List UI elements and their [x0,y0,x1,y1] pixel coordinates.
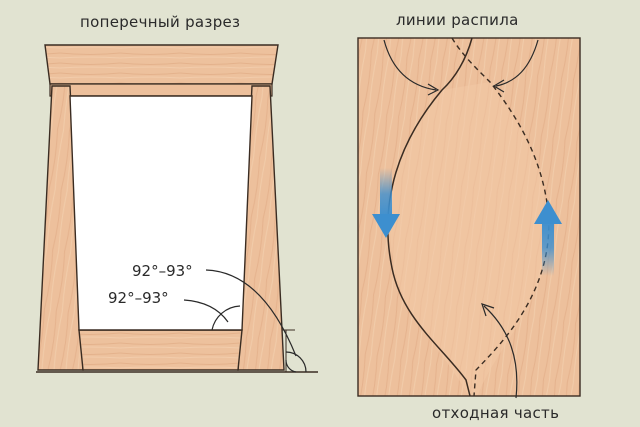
top-inner-rail [49,83,273,97]
cross-section-title: поперечный разрез [80,13,240,31]
waste-leader [483,305,518,399]
cut-arrow-right-head [492,79,505,93]
leader-bottom [183,299,229,323]
saw-lines-title: линии распила [396,11,519,29]
top-rail [44,44,279,85]
leader-top [205,269,297,357]
angle-arc-inner [211,305,241,331]
blue-arrow-up-icon [534,200,562,276]
inner-opening [69,95,253,331]
blue-arrow-down-icon [372,168,400,238]
angle-label-top: 92°–93° [132,262,193,280]
waste-region [390,82,550,395]
cut-arrow-left-head [427,83,440,96]
cross-section-frame [36,44,318,373]
saw-line-dashed [451,37,550,397]
waste-label: отходная часть [432,404,559,422]
cut-arrow-right [495,39,539,87]
angle-arc-outer-2 [285,351,307,373]
angle-label-bottom: 92°–93° [108,289,169,307]
bottom-rail [78,329,243,371]
waste-leader-head [481,303,495,317]
angle-arc-outer [285,359,297,373]
cut-arrow-left [383,39,437,91]
